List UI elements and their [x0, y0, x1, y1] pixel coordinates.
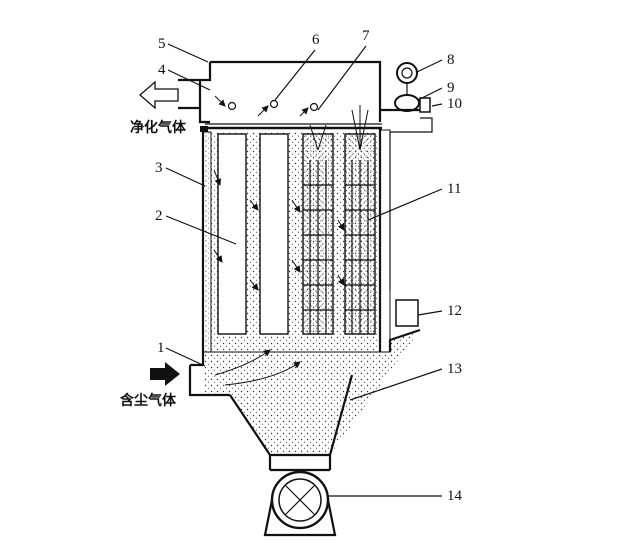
callout-7: 7 — [362, 28, 370, 44]
nozzle-hole — [227, 101, 237, 111]
rotary-valve — [263, 470, 337, 537]
filter-bag-with-cage — [302, 133, 334, 335]
callout-13: 13 — [447, 361, 462, 377]
filter-bag — [259, 133, 289, 335]
dusty-gas-inlet: 含尘气体 — [120, 349, 301, 409]
callout-1: 1 — [157, 340, 165, 356]
dust-hopper — [201, 328, 421, 472]
callouts: 1 2 3 4 5 6 7 8 9 10 11 12 13 14 — [155, 28, 463, 504]
callout-2: 2 — [155, 208, 163, 224]
controller-box — [395, 299, 419, 327]
callout-6: 6 — [312, 32, 320, 48]
callout-3: 3 — [155, 160, 163, 176]
nozzle-hole — [309, 102, 319, 112]
dusty-gas-label: 含尘气体 — [120, 392, 177, 409]
clean-gas-outlet: 净化气体 — [130, 78, 208, 136]
filter-bags — [213, 105, 376, 335]
callout-9: 9 — [447, 80, 455, 96]
callout-10: 10 — [447, 96, 462, 112]
filter-bag — [217, 133, 247, 335]
callout-14: 14 — [447, 488, 463, 504]
callout-12: 12 — [447, 303, 462, 319]
pulse-valve-assembly — [380, 62, 433, 327]
callout-4: 4 — [158, 62, 166, 78]
callout-8: 8 — [447, 52, 455, 68]
upper-plenum — [198, 60, 382, 130]
nozzle-hole — [269, 99, 279, 109]
clean-gas-label: 净化气体 — [130, 119, 187, 136]
filter-bag-with-cage — [344, 133, 376, 335]
callout-5: 5 — [158, 36, 166, 52]
callout-11: 11 — [447, 181, 461, 197]
